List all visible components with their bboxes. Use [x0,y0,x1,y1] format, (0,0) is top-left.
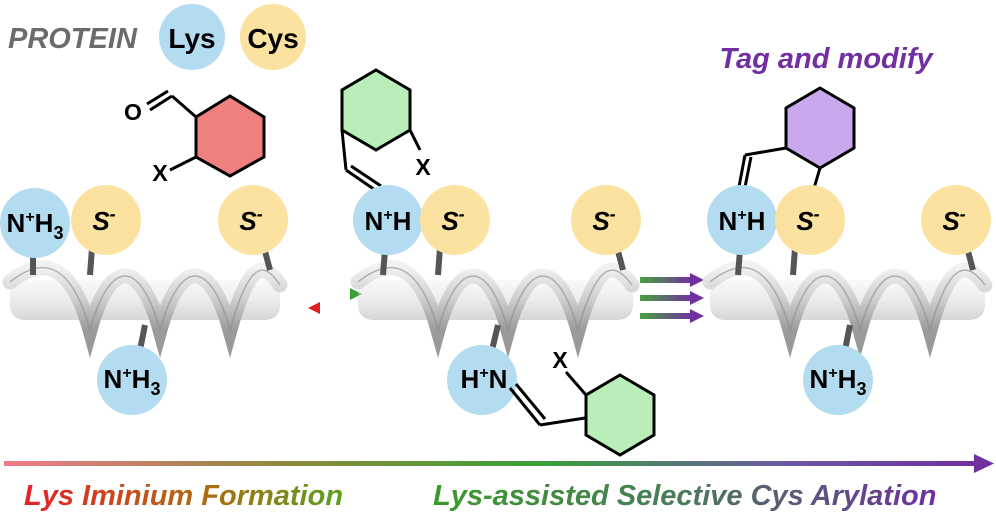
lys-badge-label: Lys [168,23,215,54]
cys-residue-2-label: S- [239,204,262,236]
lys-residue-3 [803,345,873,415]
lys-residue-1-label: N+H3 [7,208,64,243]
imine-bottom-x: X [552,347,568,373]
lys-badge-circle [159,4,225,70]
arylated-product [736,86,856,196]
tag-and-modify-label: Tag and modify [719,43,934,75]
protein-helix-3 [702,239,993,358]
lys-iminium-product-label: N+H [719,206,766,236]
aryl-aldehyde: O X [124,89,266,186]
imine-bottom: X [508,347,656,457]
lys-iminium-top-label: N+H [365,206,412,236]
equilibrium-arrows [293,288,362,314]
cys-residue-5 [921,185,991,255]
cys-residue-3-label: S- [441,204,464,236]
imine-top-x: X [415,154,431,180]
lys-residue-2 [97,345,167,415]
cys-residue-3 [420,185,490,255]
imine-bottom-ring [584,373,656,457]
caption-left: Lys Iminium Formation [24,480,344,512]
protein-label: PROTEIN [8,23,138,55]
lys-residue-2-label: N+H3 [104,364,161,399]
cys-residue-1-label: S- [92,204,115,236]
caption-right: Lys-assisted Selective Cys Arylation [433,480,937,512]
cys-arylated [775,185,845,255]
aldehyde-ring [194,94,266,178]
imine-top-ring [340,68,412,152]
lys-iminium-bottom-label: H+N [461,364,508,394]
cys-residue-2 [218,185,288,255]
cys-residue-4-label: S- [592,204,615,236]
process-arrow [4,454,994,473]
cys-residue-4 [571,185,641,255]
lys-iminium-top [353,185,423,255]
lys-residue-3-label: N+H3 [810,364,867,399]
lys-iminium-bottom [447,345,517,415]
cys-residue-1 [71,185,141,255]
cys-badge-label: Cys [247,23,298,54]
lys-iminium-product [707,185,777,255]
cys-badge-circle [240,4,306,70]
cys-residue-5-label: S- [942,204,965,236]
aldehyde-oxygen: O [124,99,142,125]
imine-top: X [340,68,431,194]
aldehyde-x: X [152,160,168,186]
cys-arylated-label: S- [796,204,819,236]
protein-helix-2 [350,239,640,358]
lys-residue-1 [0,188,70,258]
product-ring [784,86,856,170]
protein-helix-1 [2,239,288,358]
forward-arrows [640,273,704,323]
